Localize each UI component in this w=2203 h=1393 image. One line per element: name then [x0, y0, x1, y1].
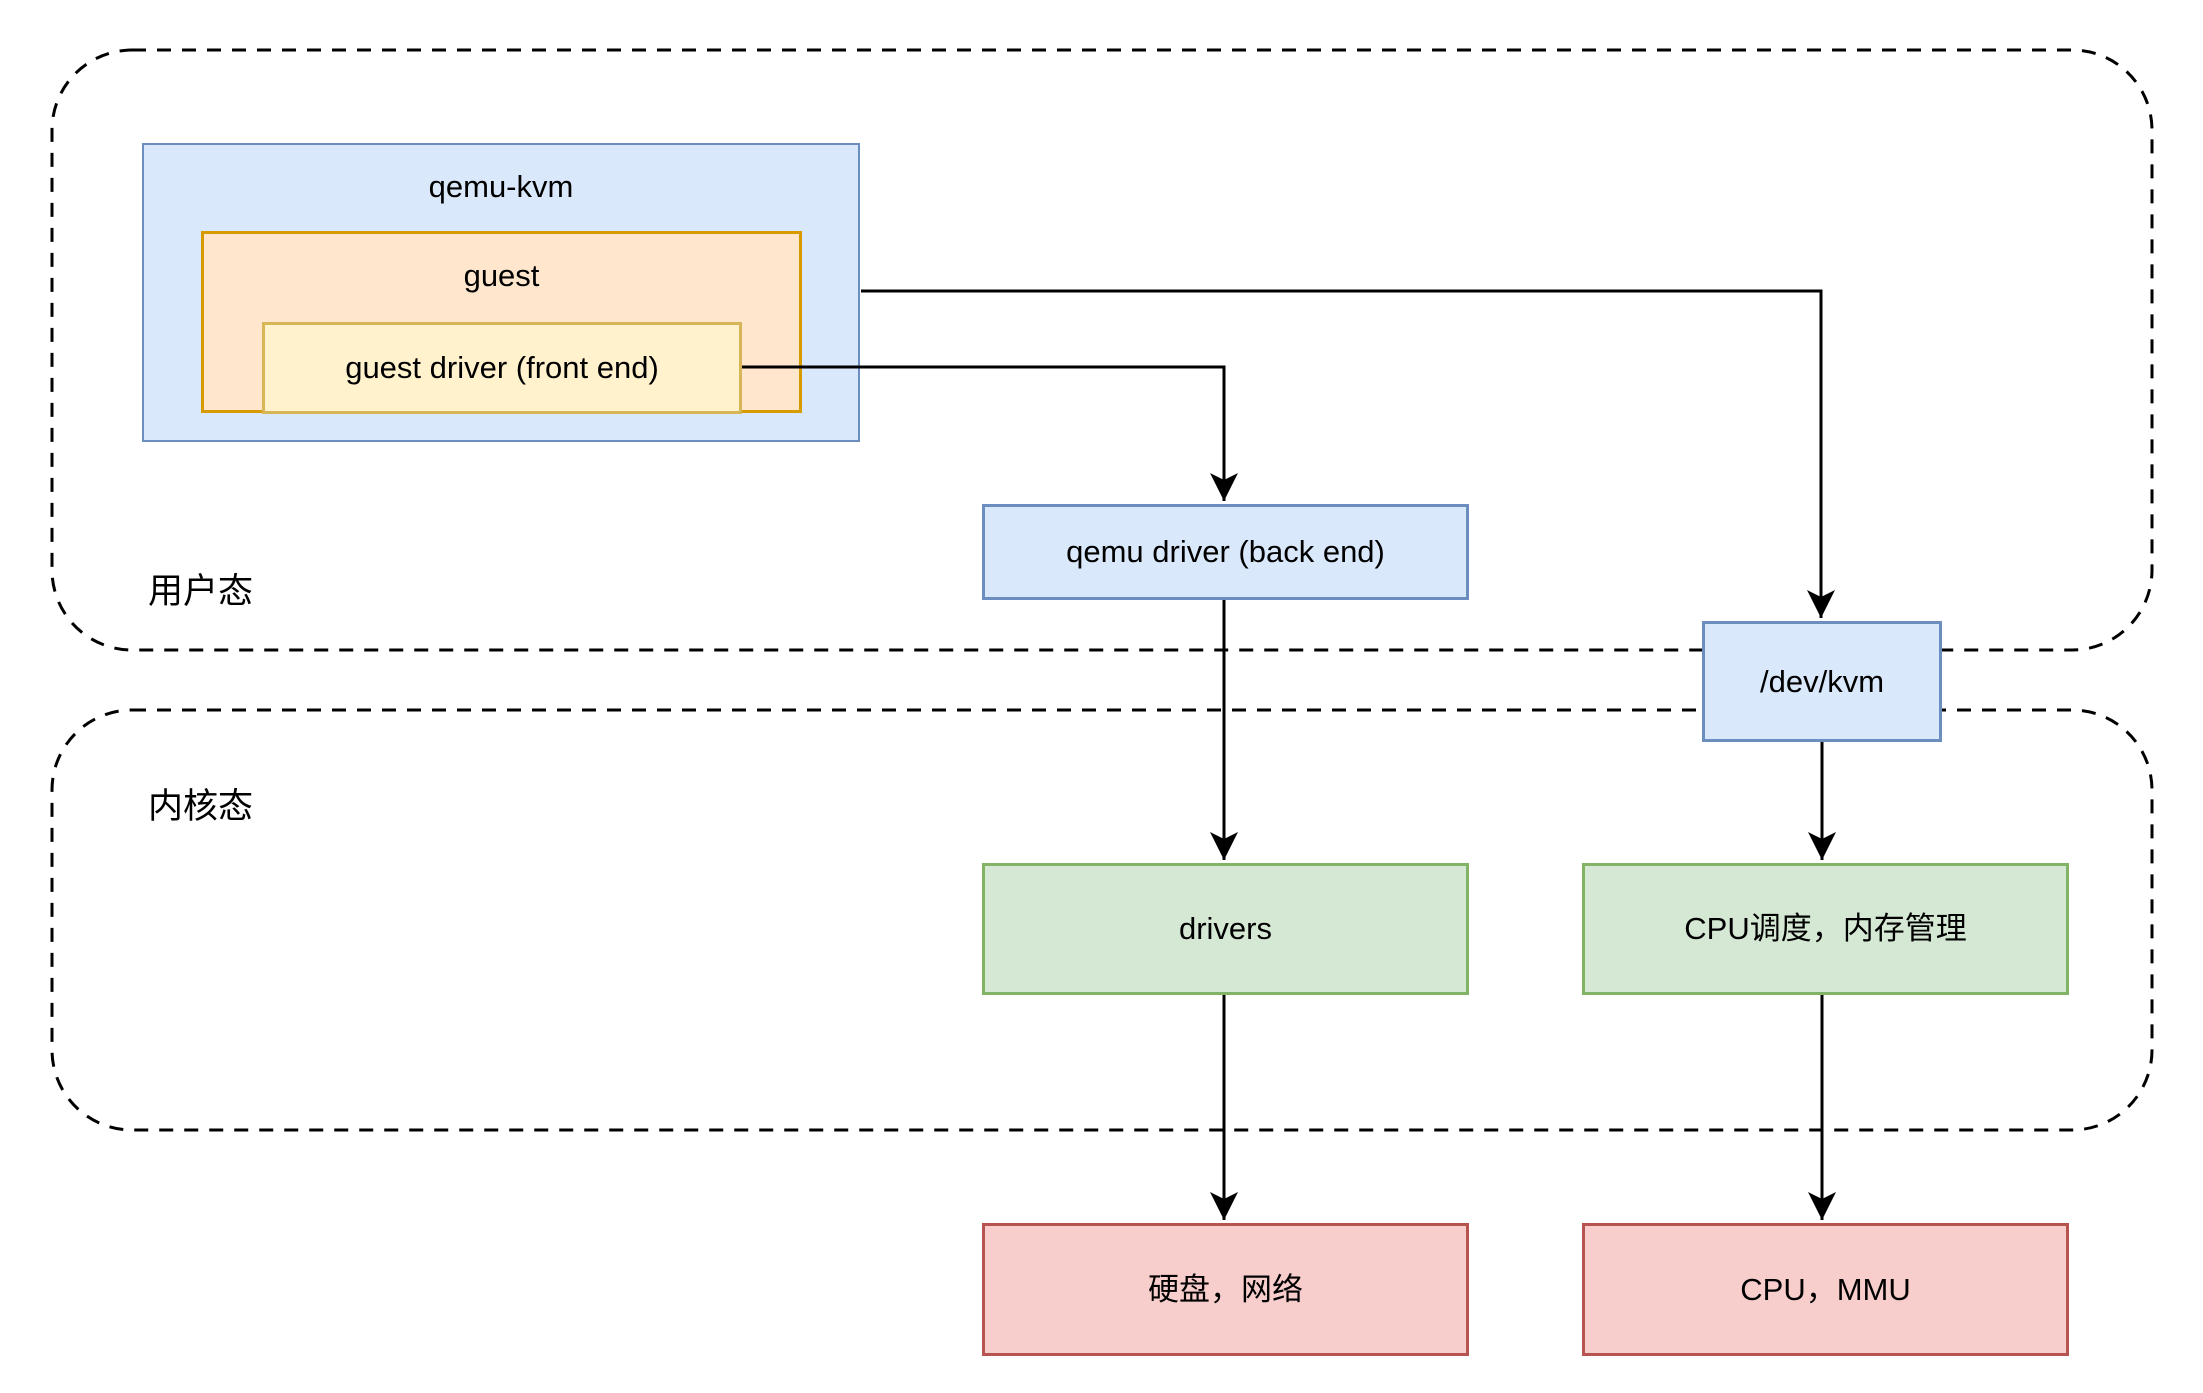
node-disk-net-label: 硬盘，网络 [1148, 1271, 1303, 1307]
node-qemu-kvm-label: qemu-kvm [428, 169, 574, 204]
node-guest-driver-label: guest driver (front end) [345, 350, 659, 386]
node-dev-kvm-label: /dev/kvm [1759, 663, 1885, 699]
node-guest-label: guest [463, 258, 540, 293]
node-qemu-driver-label: qemu driver (back end) [1066, 534, 1385, 570]
node-cpu-mmu: CPU，MMU [1582, 1223, 2069, 1356]
node-guest-driver: guest driver (front end) [262, 322, 742, 414]
node-cpu-sched-label: CPU调度，内存管理 [1684, 911, 1967, 947]
user-mode-region-label: 用户态 [148, 572, 254, 611]
node-qemu-driver: qemu driver (back end) [982, 504, 1469, 600]
kernel-mode-region-label: 内核态 [148, 787, 254, 826]
node-drivers: drivers [982, 863, 1469, 995]
node-dev-kvm: /dev/kvm [1702, 621, 1942, 742]
node-drivers-label: drivers [1178, 911, 1272, 947]
node-disk-net: 硬盘，网络 [982, 1223, 1469, 1356]
user-mode-region-outline [50, 48, 2154, 652]
node-cpu-sched: CPU调度，内存管理 [1582, 863, 2069, 995]
node-cpu-mmu-label: CPU，MMU [1740, 1271, 1911, 1307]
